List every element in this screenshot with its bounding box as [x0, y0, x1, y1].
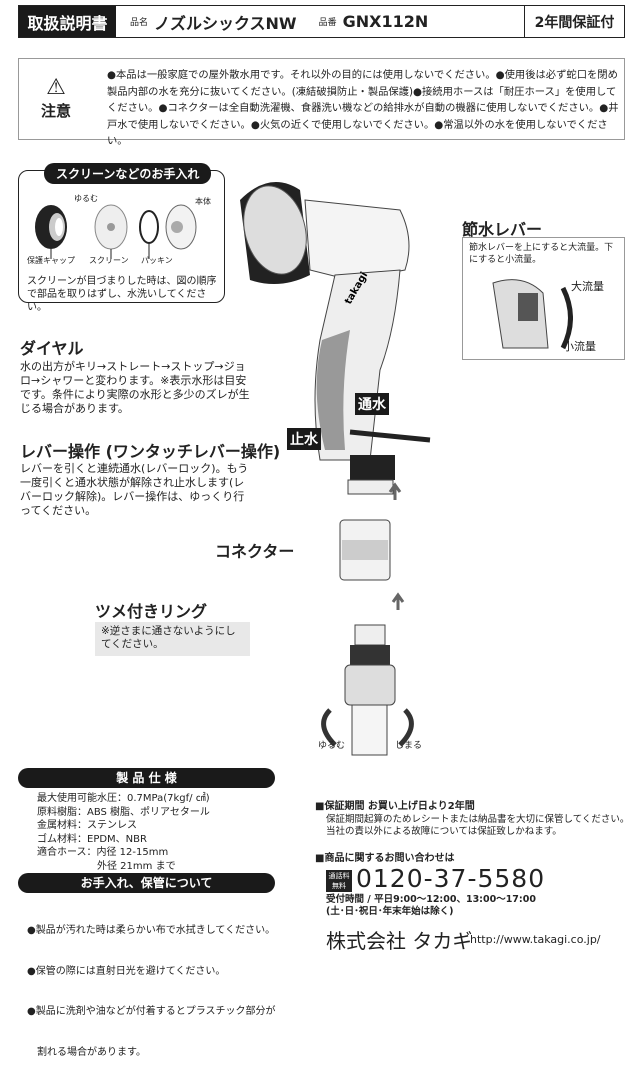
- low-flow-label: 小流量: [563, 340, 596, 353]
- nozzle-illustration: takagi: [240, 182, 431, 756]
- warranty-line: 当社の責以外による故障については保証致しかねます。: [326, 826, 562, 837]
- warranty-title: ■保証期間 お買い上げ日より2年間: [315, 801, 475, 812]
- company-url[interactable]: http://www.takagi.co.jp/: [470, 933, 601, 946]
- ring-tighten-label: しまる: [395, 741, 423, 751]
- ring-loosen-label: ゆるむ: [318, 741, 346, 751]
- care-title: お手入れ、保管について: [18, 873, 275, 893]
- body-label: 本体: [195, 197, 211, 206]
- lever-op-title: レバー操作 (ワンタッチレバー操作): [20, 442, 281, 461]
- closed-days: (土･日･祝日･年末年始は除く): [326, 906, 454, 917]
- specs-title: 製 品 仕 様: [18, 768, 275, 788]
- loosen-label: ゆるむ: [74, 194, 98, 203]
- free-call-badge: 通話料 無料: [326, 870, 352, 892]
- product-code: GNX112N: [342, 12, 429, 31]
- spec-line: 原料樹脂：ABS 樹脂、ポリアセタール: [37, 806, 210, 818]
- spec-line: 外径 21mm まで: [37, 860, 176, 872]
- care-item: ●保管の際には直射日光を避けてください。: [27, 965, 226, 977]
- caution-box: ⚠ 注意 ●本品は一般家庭での屋外散水用です。それ以外の目的には使用しないでくださ…: [18, 58, 625, 147]
- care-item: ●製品に洗剤や油などが付着するとプラスチック部分が: [27, 1006, 276, 1017]
- contact-title: ■商品に関するお問い合わせは: [315, 853, 455, 864]
- header: 取扱説明書 品名 ノズルシックスNW 品番 GNX112N 2年間保証付: [18, 5, 625, 38]
- warning-icon: ⚠: [46, 75, 66, 100]
- lever-title: 節水レバー: [462, 220, 543, 239]
- high-flow-label: 大流量: [571, 280, 604, 293]
- company-name: 株式会社 タカギ: [326, 929, 473, 953]
- doc-label: 取扱説明書: [19, 6, 116, 37]
- spec-line: 適合ホース：内径 12-15mm: [37, 847, 169, 858]
- caution-label: 注意: [41, 102, 72, 120]
- parts-illustration: [35, 204, 197, 259]
- flow-off-label: 止水: [287, 428, 321, 450]
- warranty-text: 保証期間起算のためレシートまたは納品書を大切に保管してください。 当社の責以外に…: [326, 814, 629, 838]
- warranty-badge: 2年間保証付: [524, 6, 624, 37]
- lever-op-text: レバーを引くと連続通水(レバーロック)。もう一度引くと通水状態が解除され止水しま…: [20, 462, 249, 517]
- care-item: ●製品が汚れた時は柔らかい布で水拭きしてください。: [27, 925, 276, 936]
- phone-number[interactable]: 0120-37-5580: [356, 864, 546, 893]
- ring-note: ※逆さまに通さないようにしてください。: [95, 622, 250, 656]
- screen-care-note: スクリーンが目づまりした時は、図の順序で部品を取りはずし、水洗いしてください。: [27, 276, 217, 313]
- product-name: ノズルシックスNW: [154, 13, 297, 33]
- warranty-line: 保証期間起算のためレシートまたは納品書を大切に保管してください。: [326, 814, 630, 825]
- name-label: 品名: [130, 18, 149, 28]
- hours: 受付時間 / 平日9:00～12:00、13:00～17:00: [326, 894, 536, 905]
- lever-note: 節水レバーを上にすると大流量。下にすると小流量。: [469, 243, 614, 265]
- ring-title: ツメ付きリング: [95, 602, 208, 621]
- spec-line: 最大使用可能水圧：0.7MPa(7kgf/ ㎠): [37, 793, 210, 804]
- caution-text: ●本品は一般家庭での屋外散水用です。それ以外の目的には使用しないでください。●使…: [107, 69, 619, 147]
- lever-box: 節水レバーを上にすると大流量。下にすると小流量。 大流量 小流量: [462, 237, 625, 360]
- screen-care-title: スクリーンなどのお手入れ: [44, 163, 212, 184]
- specs-list: 最大使用可能水圧：0.7MPa(7kgf/ ㎠) 原料樹脂：ABS 樹脂、ポリア…: [37, 792, 210, 873]
- dial-title: ダイヤル: [20, 339, 84, 358]
- code-label: 品番: [318, 18, 337, 28]
- care-item: 割れる場合があります。: [27, 1046, 146, 1058]
- part-cap: 保護キャップ: [27, 256, 75, 265]
- lever-illustration: [492, 279, 573, 350]
- dial-text: 水の出方がキリ→ストレート→ストップ→ジョロ→シャワーと変わります。※表示水形は…: [20, 360, 250, 415]
- flow-on-label: 通水: [355, 393, 389, 415]
- spec-line: ゴム材料：EPDM、NBR: [37, 833, 147, 845]
- care-list: ●製品が汚れた時は柔らかい布で水拭きしてください。 ●保管の際には直射日光を避け…: [27, 897, 276, 1073]
- screen-care-box: スクリーンなどのお手入れ ゆるむ 本体 保護キャップ スクリーン パッキン スク…: [18, 163, 225, 313]
- spec-line: 金属材料：ステンレス: [37, 820, 137, 831]
- part-screen: スクリーン: [89, 256, 129, 265]
- part-packing: パッキン: [141, 256, 173, 265]
- connector-title: コネクター: [215, 542, 295, 561]
